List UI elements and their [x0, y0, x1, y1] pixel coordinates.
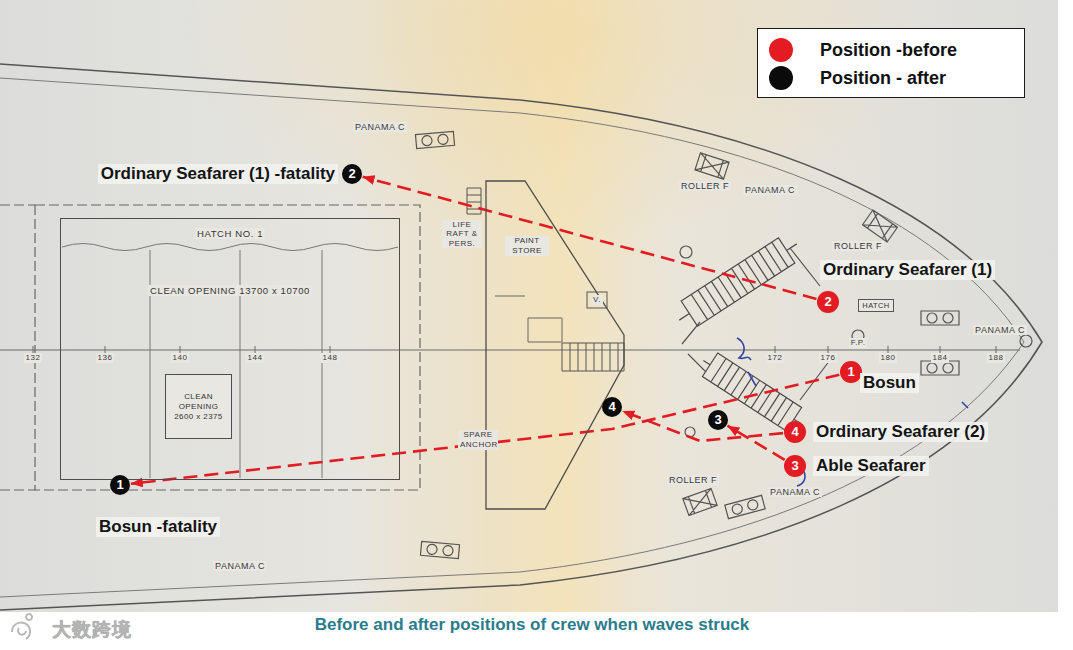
legend-box: Position -beforePosition - after [757, 28, 1025, 98]
drawing-label: V. [591, 295, 603, 305]
marker-number: 2 [342, 164, 362, 184]
drawing-text: PAINT STORE [505, 236, 549, 256]
marker-number: 3 [784, 455, 806, 477]
page-margin [1058, 0, 1073, 612]
crew-label: Ordinary Seafarer (1) [820, 260, 995, 280]
drawing-label: SPARE ANCHOR [458, 430, 498, 449]
position-marker: 4 [602, 397, 622, 417]
store-room [495, 296, 562, 342]
crew-label: Bosun -fatality [96, 517, 220, 537]
deck-fitting [680, 246, 692, 258]
centerline [0, 350, 1020, 351]
marker-number: 4 [784, 421, 806, 443]
marker-number: 1 [110, 475, 130, 495]
stem-fitting [1020, 335, 1032, 347]
watermark: 大数跨境 [50, 619, 134, 642]
drawing-label: LIFE RAFT & PERS. [442, 220, 482, 249]
drawing-label: 136 [96, 353, 115, 363]
caption-band: Before and after positions of crew when … [0, 615, 1064, 635]
hatch-coaming [35, 205, 420, 490]
crew-label: Ordinary Seafarer (2) [813, 422, 988, 442]
position-marker: 2Ordinary Seafarer (1) -fatality [342, 164, 362, 184]
life-raft-rack [467, 188, 481, 214]
marker-number: 1 [840, 361, 862, 383]
watermark-logo [12, 614, 32, 639]
drawing-label: 140 [171, 353, 190, 363]
paper-stain [0, 0, 1058, 612]
bollard [420, 541, 459, 558]
movement-arrow [131, 375, 839, 484]
drawing-label: 184 [931, 353, 950, 363]
paint-store-outline [485, 180, 625, 510]
small-hatch-box: HATCH [858, 299, 893, 312]
drawing-label: 180 [879, 353, 898, 363]
marker-number: 3 [708, 410, 728, 430]
legend-text: Position -before [820, 39, 957, 61]
drawing-text: CLEAN OPENING 13700 x 10700 [148, 285, 312, 296]
paint-store-outline [486, 181, 624, 509]
drawing-label: ROLLER F [667, 475, 719, 486]
caption: Before and after positions of crew when … [315, 615, 750, 634]
bollard [415, 131, 454, 148]
drawing-label: 132 [24, 353, 43, 363]
roller-fairlead [695, 153, 729, 179]
roller-fairlead [863, 210, 898, 242]
legend-text: Position - after [820, 67, 946, 89]
drawing-label: 188 [987, 353, 1006, 363]
drawing-label: 172 [766, 353, 785, 363]
paint-store: PAINT STORE [485, 180, 625, 510]
windlass [671, 231, 805, 332]
bulwark-line [0, 78, 1024, 597]
drawing-text: HATCH NO. 1 [195, 228, 265, 239]
bollard [921, 311, 959, 325]
drawing-label: 148 [321, 353, 340, 363]
drawing-label: F.P. [849, 338, 868, 348]
page-margin [0, 612, 1073, 650]
roller-fairlead [683, 488, 717, 515]
drawing-label: PANAMA C [743, 185, 797, 196]
ink-mark [737, 338, 968, 486]
drawing-text: HATCH [862, 301, 889, 310]
coaming-extension [0, 205, 35, 490]
crew-label: Ordinary Seafarer (1) -fatality [98, 164, 338, 184]
drawing-label: PANAMA C [353, 122, 407, 133]
crew-label: Able Seafarer [813, 456, 929, 476]
legend-swatch [769, 38, 793, 62]
hull-outline [0, 64, 1042, 610]
position-marker: 3 [708, 410, 728, 430]
bollard [921, 361, 959, 375]
position-marker: 1Bosun [840, 361, 862, 383]
drawing-label: PANAMA C [768, 487, 822, 498]
movement-arrow [622, 411, 783, 441]
drawing-label: ROLLER F [679, 181, 731, 192]
legend-swatch [769, 66, 793, 90]
hatch-cover-seam [62, 244, 398, 251]
position-marker: 1Bosun -fatality [110, 475, 130, 495]
hatch-box: HATCH NO. 1 CLEAN OPENING 13700 x 10700CL… [60, 218, 400, 480]
movement-arrow [727, 426, 784, 460]
position-marker: 4Ordinary Seafarer (2) [784, 421, 806, 443]
clear-opening-box: CLEAN OPENING 2600 x 2375 [165, 374, 232, 439]
drawing-label: ROLLER F [832, 241, 884, 252]
drawing-text: CLEAN OPENING 2600 x 2375 [169, 392, 228, 422]
drawing-label: 176 [819, 353, 838, 363]
drawing-label: 144 [246, 353, 265, 363]
valve-box [587, 292, 607, 308]
chain-stopper [682, 248, 830, 400]
marker-number: 2 [817, 291, 839, 313]
stairway [562, 343, 624, 371]
crew-label: Bosun [860, 373, 919, 393]
drawing-label: PANAMA C [973, 325, 1027, 336]
drawing-label: PANAMA C [213, 561, 267, 572]
position-marker: 2Ordinary Seafarer (1) [817, 291, 839, 313]
paper-sheet [0, 0, 1058, 612]
marker-number: 4 [602, 397, 622, 417]
position-marker: 3Able Seafarer [784, 455, 806, 477]
bollard [725, 495, 765, 518]
